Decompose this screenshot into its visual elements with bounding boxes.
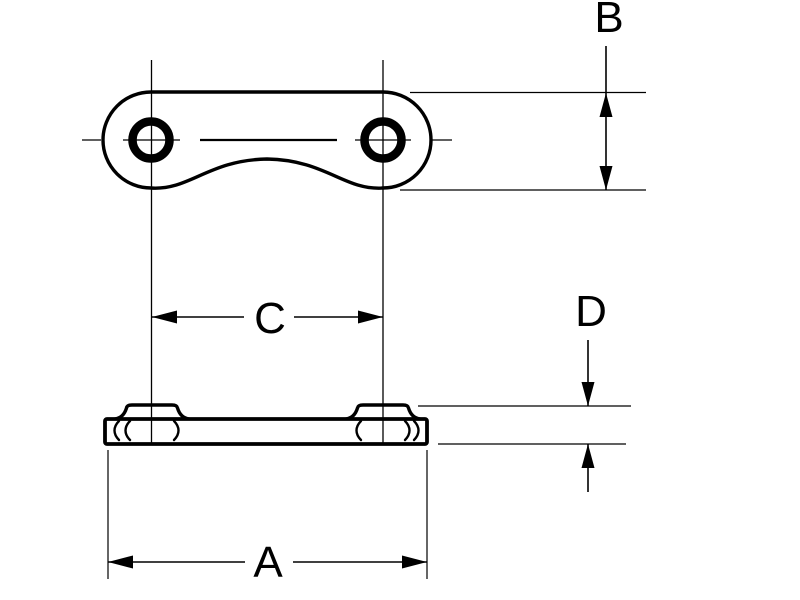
dimension-a-label: A xyxy=(253,538,283,587)
fillet-runout-line xyxy=(172,419,180,442)
centerlines xyxy=(82,60,452,443)
arrowhead-up xyxy=(599,93,613,117)
dimension-d-label: D xyxy=(575,287,607,336)
dimension-b-label: B xyxy=(594,0,623,42)
dimension-c-label: C xyxy=(254,294,286,343)
fillet-runout-line xyxy=(412,419,420,442)
arrowhead-right xyxy=(358,310,383,324)
dimension-a: A xyxy=(107,450,428,587)
arrowhead-down xyxy=(599,166,613,190)
base-bar-outline xyxy=(103,417,429,446)
arrowhead-left xyxy=(108,555,133,569)
arrowhead-right xyxy=(402,555,427,569)
arrowhead-down xyxy=(581,382,595,406)
fillet-runout-line xyxy=(113,419,121,442)
fillet-runout-line xyxy=(403,419,411,442)
arrowhead-up xyxy=(581,444,595,468)
fillet-runout-line xyxy=(124,419,132,442)
fillet-runout-line xyxy=(355,419,363,442)
dimension-b: B xyxy=(400,0,646,191)
dimension-c: C xyxy=(152,294,383,343)
dimension-d: D xyxy=(418,287,631,492)
arrowhead-left xyxy=(152,310,177,324)
